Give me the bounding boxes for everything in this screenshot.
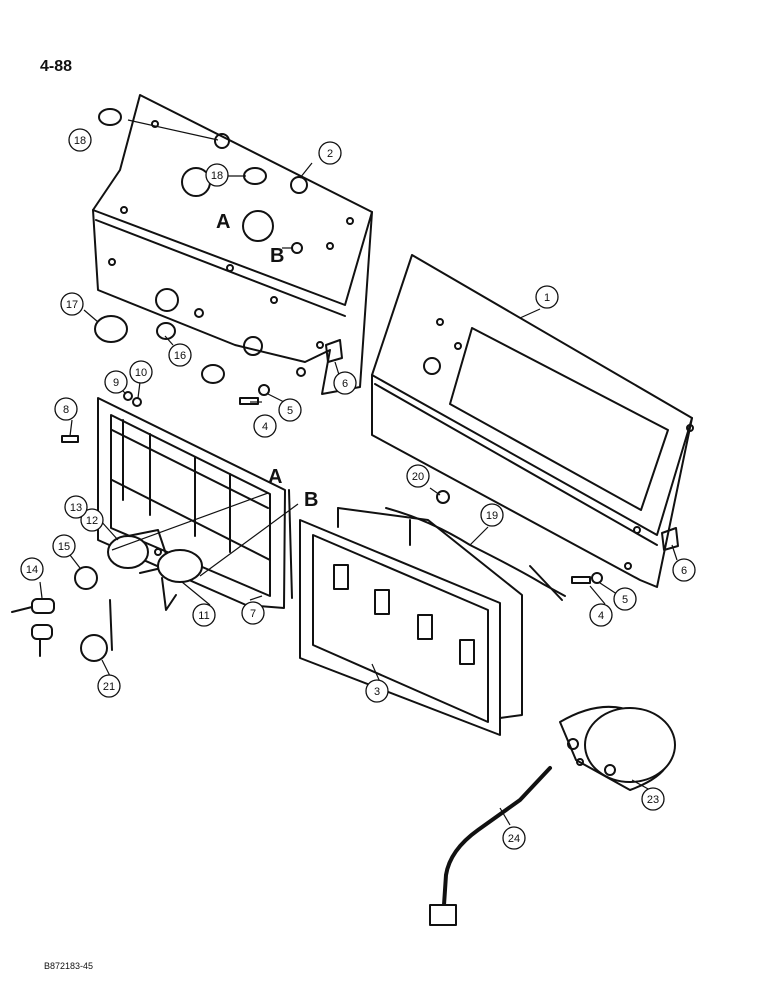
callout-label-10: 10: [135, 367, 147, 379]
keys-14: [11, 598, 55, 657]
nut-10: [132, 397, 142, 407]
letter-b-panel: B: [270, 245, 284, 267]
lock-washer-21: [80, 634, 108, 662]
callout-circle-1: [535, 285, 559, 309]
callout-label-5b: 5: [622, 594, 628, 606]
switch-panel-3: [299, 507, 523, 736]
screw-8: [61, 435, 79, 443]
callout-label-20: 20: [412, 471, 424, 483]
callout-label-12: 12: [86, 515, 98, 527]
callout-circle-6b: [672, 558, 696, 582]
callout-circle-6a: [333, 371, 357, 395]
washer-9: [123, 391, 133, 401]
callout-label-23: 23: [647, 794, 659, 806]
callout-circle-10: [129, 360, 153, 384]
callout-label-3: 3: [374, 686, 380, 698]
gasket-b: [288, 489, 293, 599]
callout-label-6b: 6: [681, 565, 687, 577]
callout-label-14: 14: [26, 564, 38, 576]
callout-circle-7: [241, 601, 265, 625]
callout-label-4a: 4: [262, 421, 268, 433]
callout-label-4b: 4: [598, 610, 604, 622]
callout-label-17: 17: [66, 299, 78, 311]
callout-circle-11: [192, 603, 216, 627]
plug-16-lower: [201, 364, 225, 384]
hose-24: [442, 766, 552, 907]
callout-circle-4a: [253, 414, 277, 438]
gauge-23: [559, 705, 676, 791]
callout-label-1: 1: [544, 292, 550, 304]
callout-circle-23: [641, 787, 665, 811]
callout-circle-8: [54, 397, 78, 421]
callout-label-2: 2: [327, 148, 333, 160]
callout-label-19: 19: [486, 510, 498, 522]
plug-18-center: [243, 167, 267, 185]
callout-circle-17: [60, 292, 84, 316]
callout-label-18a: 18: [74, 135, 86, 147]
document-code: B872183-45: [44, 961, 94, 971]
letter-a-panel: A: [216, 211, 230, 233]
callout-circle-4b: [589, 603, 613, 627]
key-switch-12: [107, 529, 171, 574]
screw-4-lower: [571, 576, 591, 584]
callout-circle-24: [502, 826, 526, 850]
instrument-panel-1: [371, 254, 694, 588]
plug-16: [156, 322, 176, 340]
rod-19-end: [529, 565, 563, 601]
clip-6-upper: [325, 339, 343, 363]
washer-5-upper: [258, 384, 270, 396]
callout-label-5a: 5: [287, 405, 293, 417]
callout-circle-19: [480, 503, 504, 527]
callout-circle-18a: [68, 128, 92, 152]
callout-label-18b: 18: [211, 170, 223, 182]
callout-label-16: 16: [174, 350, 186, 362]
callout-circle-21: [97, 674, 121, 698]
clip-6-lower: [661, 527, 679, 551]
nut-15: [74, 566, 98, 590]
letter-b-bezel: B: [304, 489, 318, 511]
callout-circle-14: [20, 557, 44, 581]
washer-5-lower: [591, 572, 603, 584]
callout-label-21: 21: [103, 681, 115, 693]
callout-label-9: 9: [113, 377, 119, 389]
callout-labels: 1237891011121314151617192021232418186544…: [20, 128, 696, 850]
callout-circle-3: [365, 679, 389, 703]
callout-circle-5a: [278, 398, 302, 422]
nut-20: [436, 490, 450, 504]
callout-circle-13: [64, 495, 88, 519]
callout-label-24: 24: [508, 833, 520, 845]
callout-label-15: 15: [58, 541, 70, 553]
callout-circle-18b: [205, 163, 229, 187]
callout-label-11: 11: [198, 610, 209, 622]
letter-a-bezel: A: [268, 466, 282, 488]
leader-21: [109, 599, 113, 651]
callout-circle-2: [318, 141, 342, 165]
hose-fitting-24: [429, 904, 457, 926]
callout-circle-12: [80, 508, 104, 532]
callout-circle-20: [406, 464, 430, 488]
rotary-switch-11: [157, 549, 203, 611]
callout-circle-5b: [613, 587, 637, 611]
callout-label-13: 13: [70, 502, 82, 514]
screw-4-upper: [239, 397, 259, 405]
callout-label-7: 7: [250, 608, 256, 620]
callout-circle-16: [168, 343, 192, 367]
mounting-plate-2: [92, 94, 373, 395]
callout-label-6a: 6: [342, 378, 348, 390]
callout-label-8: 8: [63, 404, 69, 416]
plug-17: [94, 315, 128, 343]
callout-circle-15: [52, 534, 76, 558]
callout-circle-9: [104, 370, 128, 394]
plug-18-left: [98, 108, 122, 126]
page-number: 4-88: [40, 58, 73, 75]
